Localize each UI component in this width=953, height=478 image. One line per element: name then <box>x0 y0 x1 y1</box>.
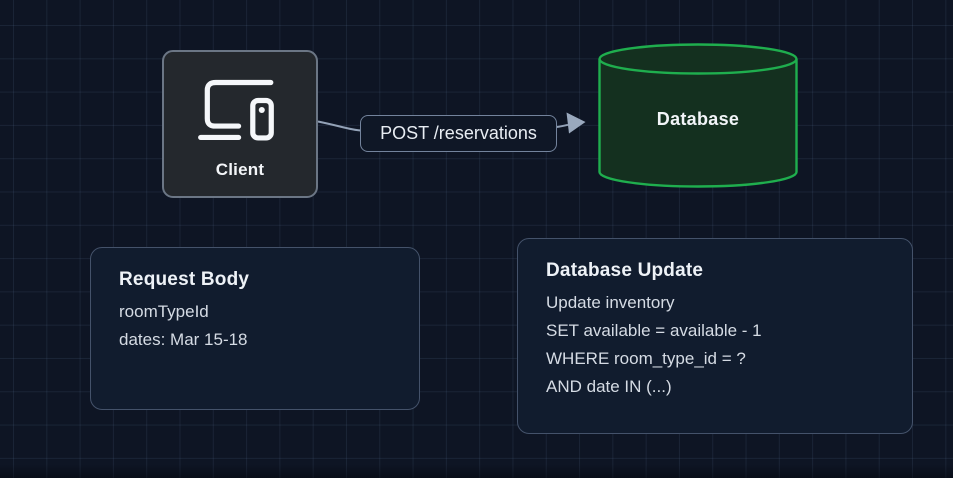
note-line: dates: Mar 15-18 <box>119 330 248 349</box>
devices-icon <box>198 79 274 141</box>
request-body-note[interactable]: Request Body roomTypeId dates: Mar 15-18 <box>90 247 420 410</box>
edge-label-post-reservations[interactable]: POST /reservations <box>360 115 557 152</box>
note-line: WHERE room_type_id = ? <box>546 349 746 368</box>
bottom-shade <box>0 464 953 478</box>
arrowhead-icon <box>566 112 586 134</box>
note-line: Update inventory <box>546 293 675 312</box>
client-node[interactable]: Client <box>162 50 318 198</box>
database-node[interactable]: Database <box>598 43 798 188</box>
database-cylinder-icon <box>598 43 798 188</box>
database-node-label: Database <box>656 109 740 129</box>
database-update-title: Database Update <box>546 260 704 281</box>
note-line: roomTypeId <box>119 302 209 321</box>
request-body-lines: roomTypeId dates: Mar 15-18 <box>119 298 391 354</box>
request-body-title: Request Body <box>119 269 250 290</box>
client-node-label: Client <box>215 160 265 179</box>
note-line: AND date IN (...) <box>546 377 672 396</box>
note-line: SET available = available - 1 <box>546 321 762 340</box>
